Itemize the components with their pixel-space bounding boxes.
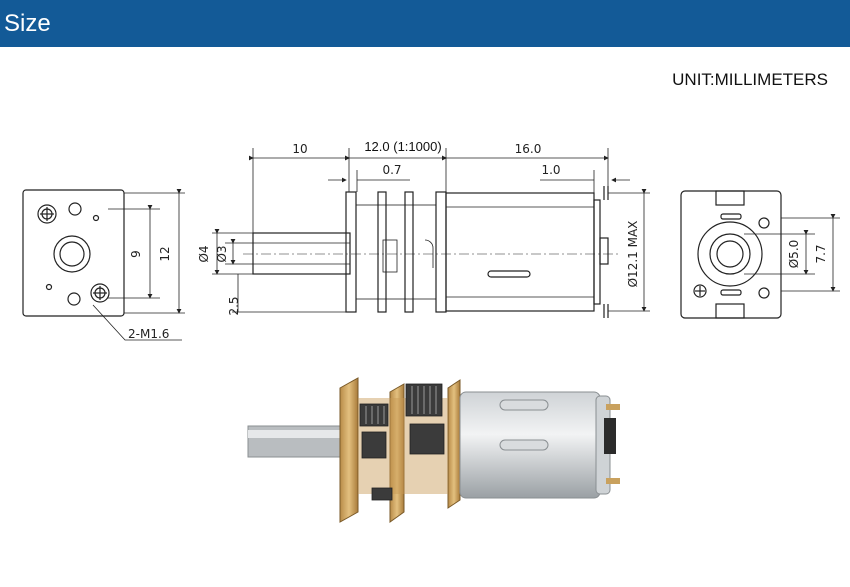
flange-thickness-label: 0.7 [382, 163, 401, 177]
motor-length-label: 16.0 [515, 142, 542, 156]
front-screws-label: 2-M1.6 [128, 327, 169, 341]
header-bar: Size [0, 0, 850, 47]
motor-dia-label: Ø12.1 MAX [626, 221, 640, 288]
rear-height-label: 7.7 [814, 244, 828, 263]
shaft-inner-dia-label: Ø3 [215, 245, 229, 262]
front-view [22, 189, 185, 341]
section-title: Size [4, 10, 51, 37]
rear-bearing-dia-label: Ø5.0 [787, 240, 801, 269]
front-hole-spacing-label: 9 [129, 250, 143, 258]
terminal-length-label: 1.0 [541, 163, 560, 177]
unit-label: UNIT:MILLIMETERS [672, 70, 828, 89]
shaft-outer-dia-label: Ø4 [197, 245, 211, 262]
motor-photo [247, 377, 620, 523]
gearbox-length-label: 12.0 (1:1000) [364, 139, 441, 154]
shaft-length-label: 10 [292, 142, 307, 156]
side-view [212, 148, 650, 318]
rear-view [680, 190, 840, 319]
front-width-label: 12 [158, 246, 172, 261]
front-offset-label: 2.5 [227, 296, 241, 315]
